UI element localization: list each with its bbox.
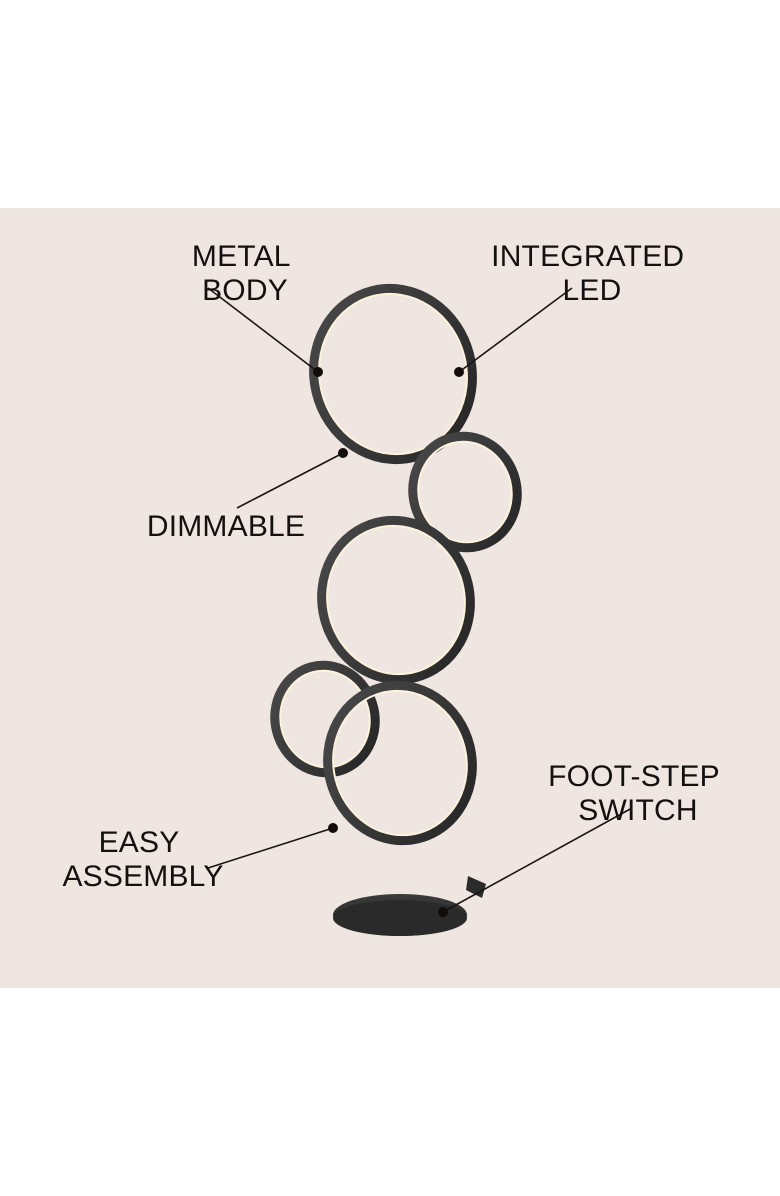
leader-dot-easy-assembly — [328, 823, 338, 833]
leader-line-easy-assembly — [207, 827, 334, 869]
callout-label-foot-step-switch: FOOT-STEP SWITCH — [548, 760, 728, 827]
lamp-illustration: METAL BODY INTEGRATED LED DIMMABLE — [62, 240, 728, 936]
callout-label-metal-body: METAL BODY — [192, 240, 298, 307]
leader-dot-metal-body — [313, 367, 323, 377]
leader-dot-foot-step-switch — [438, 907, 448, 917]
leader-line-metal-body — [207, 287, 319, 373]
ring-4-small-lower — [270, 660, 380, 778]
callout-dimmable: DIMMABLE — [147, 448, 348, 543]
callout-label-integrated-led: INTEGRATED LED — [491, 240, 693, 307]
callout-annotations: METAL BODY INTEGRATED LED DIMMABLE — [62, 240, 728, 917]
leader-dot-integrated-led — [454, 367, 464, 377]
callout-label-easy-assembly: EASY ASSEMBLY — [62, 826, 223, 893]
callout-label-dimmable: DIMMABLE — [147, 510, 305, 543]
product-feature-figure: METAL BODY INTEGRATED LED DIMMABLE — [0, 208, 780, 988]
leader-line-foot-step-switch — [442, 807, 633, 913]
base-front-lip — [333, 900, 467, 936]
leader-line-integrated-led — [458, 287, 573, 373]
callout-foot-step-switch: FOOT-STEP SWITCH — [438, 760, 728, 917]
leader-dot-dimmable — [338, 448, 348, 458]
ring-2-small-upper — [408, 431, 522, 553]
ring-5-large-bottom — [323, 680, 477, 846]
callout-integrated-led: INTEGRATED LED — [454, 240, 693, 377]
ring-3-large-middle — [317, 515, 475, 685]
foot-switch-pedal[interactable] — [466, 876, 486, 898]
callout-metal-body: METAL BODY — [192, 240, 323, 377]
lamp-body — [270, 283, 522, 936]
callout-easy-assembly: EASY ASSEMBLY — [62, 823, 338, 893]
ring-1-large-top — [309, 283, 477, 465]
leader-line-dimmable — [236, 452, 344, 509]
